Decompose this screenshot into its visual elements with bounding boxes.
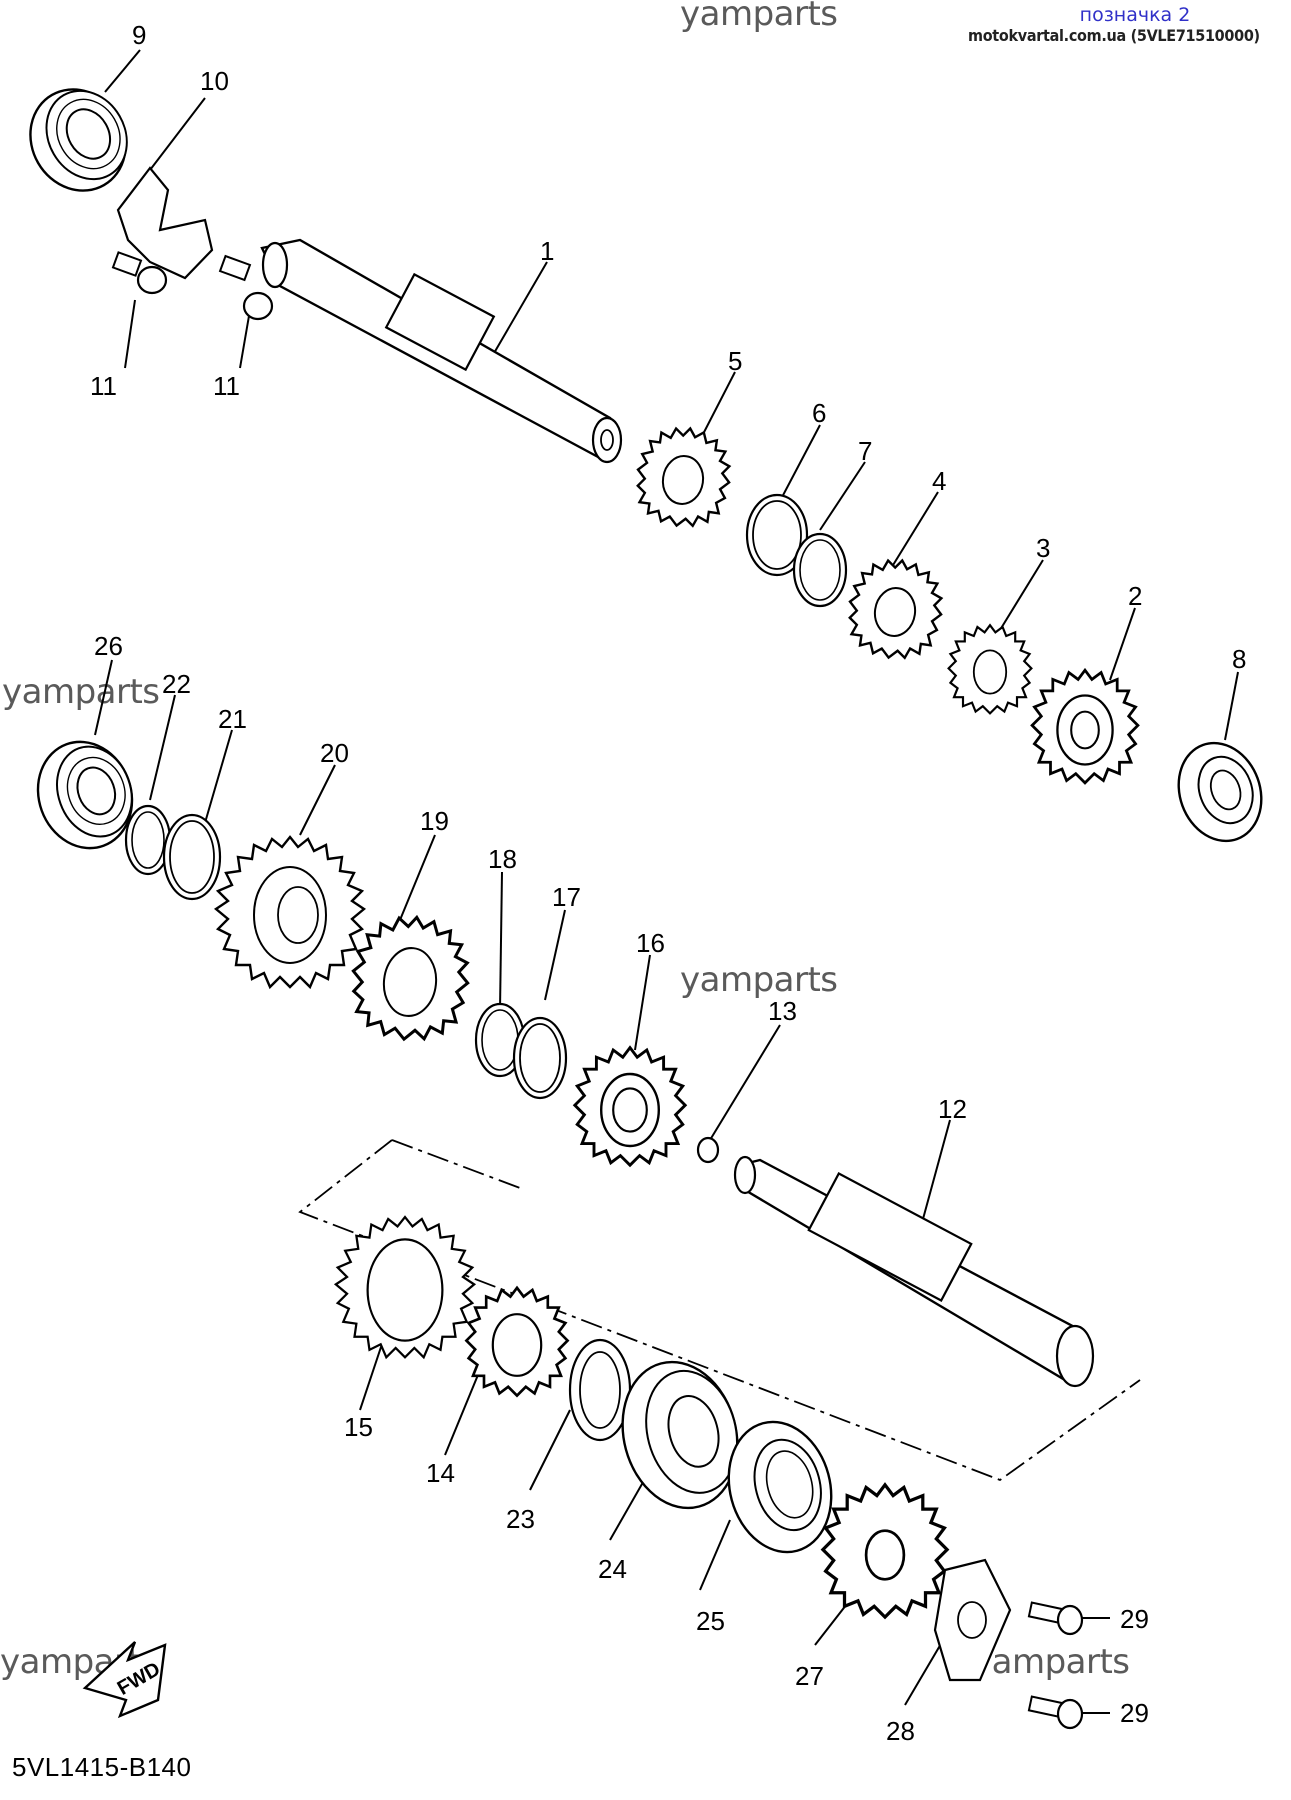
- bearing-9-icon: [29, 88, 128, 192]
- diagram-code: 5VL1415-B140: [12, 1752, 192, 1782]
- part-number-label: 10: [200, 66, 229, 96]
- part-number-label: 23: [506, 1504, 535, 1534]
- gear-4-icon: [841, 552, 949, 666]
- washer-icon: [162, 813, 222, 901]
- watermark: yamparts: [2, 672, 160, 712]
- part-number-label: 17: [552, 882, 581, 912]
- part-number-label: 25: [696, 1606, 725, 1636]
- bearing-8-icon: [1177, 741, 1263, 843]
- part-number-label: 14: [426, 1458, 455, 1488]
- part-number-label: 13: [768, 996, 797, 1026]
- circlip-icon: [124, 804, 172, 876]
- bearing-26-icon: [36, 740, 134, 850]
- washer-icon: [512, 1016, 568, 1100]
- part-number-label: 21: [218, 704, 247, 734]
- header-badge: позначка 2: [1079, 4, 1191, 26]
- part-number-label: 27: [795, 1661, 824, 1691]
- circlip-icon: [792, 532, 848, 608]
- part-number-label: 26: [94, 631, 123, 661]
- part-number-label: 24: [598, 1554, 627, 1584]
- part-number-label: 22: [162, 669, 191, 699]
- part-labels: 9 10 11 11 1 5 6 7 4 3 2 8 26 22 21 20 1…: [90, 20, 1246, 1746]
- bolt-icon: [1027, 1695, 1084, 1730]
- sprocket-icon: [821, 1483, 949, 1619]
- bolt-icon: [1027, 1601, 1084, 1636]
- screw-icon: [218, 254, 274, 321]
- gear-15-icon: [334, 1215, 476, 1359]
- gear-16-icon: [573, 1046, 687, 1167]
- assembly-boundary: [298, 1139, 1141, 1482]
- main-axle-icon: [260, 238, 623, 464]
- gear-14-icon: [465, 1286, 569, 1397]
- washer-icon: [745, 493, 809, 577]
- watermark: yamparts: [680, 0, 838, 34]
- part-number-label: 18: [488, 844, 517, 874]
- leader-lines: [94, 49, 1239, 1714]
- part-number-label: 2: [1128, 581, 1142, 611]
- part-number-label: 6: [812, 398, 826, 428]
- drive-axle-icon: [733, 1155, 1095, 1388]
- pin-icon: [696, 1136, 720, 1164]
- part-number-label: 4: [932, 466, 946, 496]
- gear-5-icon: [629, 420, 737, 534]
- part-number-label: 3: [1036, 533, 1050, 563]
- gear-2-icon: [1030, 668, 1140, 785]
- part-number-label: 1: [540, 236, 554, 266]
- washer-icon: [568, 1338, 632, 1442]
- retainer-plate-icon: [116, 166, 214, 280]
- header-site: motokvartal.com.ua (5VLE71510000): [968, 26, 1260, 45]
- part-number-label: 9: [132, 20, 146, 50]
- part-number-label: 15: [344, 1412, 373, 1442]
- watermark: yamparts: [972, 1642, 1130, 1682]
- part-number-label: 19: [420, 806, 449, 836]
- part-number-label: 7: [858, 436, 872, 466]
- part-number-label: 20: [320, 738, 349, 768]
- screw-icon: [111, 251, 168, 295]
- bearing-24-icon: [621, 1360, 739, 1510]
- part-number-label: 5: [728, 346, 742, 376]
- part-number-label: 12: [938, 1094, 967, 1124]
- gear-20-icon: [214, 835, 366, 989]
- part-number-label: 11: [213, 371, 240, 401]
- part-number-label: 29: [1120, 1698, 1149, 1728]
- gear-19-icon: [345, 909, 476, 1047]
- part-number-label: 8: [1232, 644, 1246, 674]
- lock-washer-icon: [933, 1558, 1012, 1682]
- part-number-label: 11: [90, 371, 117, 401]
- fwd-arrow-icon: FWD: [82, 1641, 167, 1719]
- part-number-label: 29: [1120, 1604, 1149, 1634]
- watermark: yamparts: [680, 960, 838, 1000]
- oil-seal-icon: [727, 1420, 833, 1554]
- part-number-label: 28: [886, 1716, 915, 1746]
- gear-3-icon: [947, 624, 1033, 715]
- part-number-label: 16: [636, 928, 665, 958]
